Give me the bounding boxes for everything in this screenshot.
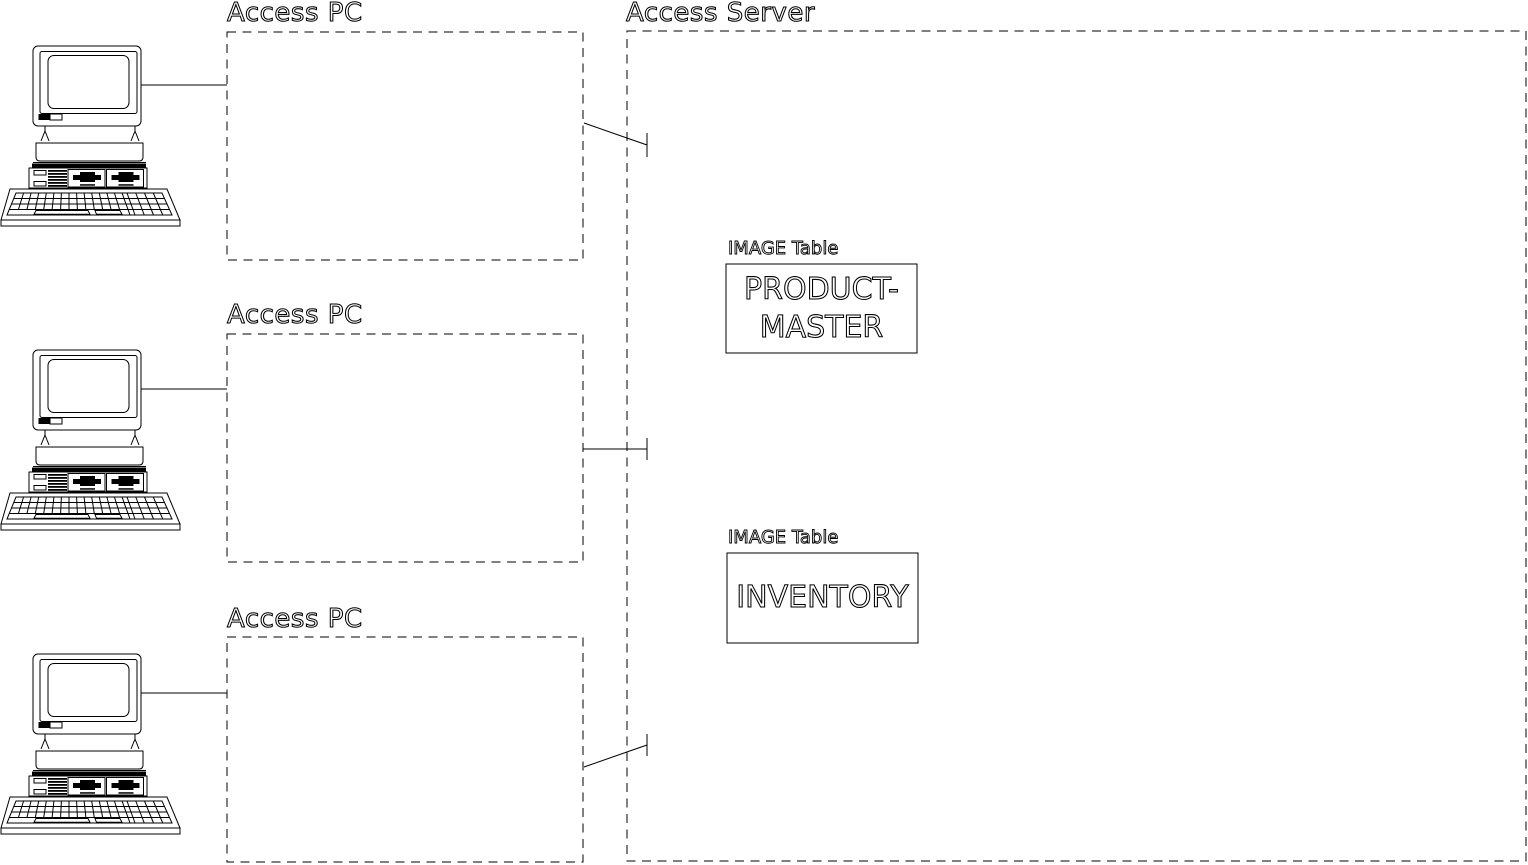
table-name-line-2: MASTER <box>759 309 884 345</box>
image-table-caption-1: IMAGE Table <box>728 238 839 259</box>
access-pc-label-1: Access PC <box>226 0 363 28</box>
desktop-pc-icon-1 <box>0 45 228 227</box>
connector-line-3 <box>583 734 648 768</box>
access-pc-label-3: Access PC <box>226 604 363 634</box>
desktop-pc-icon-3 <box>0 653 228 835</box>
access-server-label: Access Server <box>625 0 816 28</box>
access-server-box <box>626 30 1527 862</box>
access-pc-box-2 <box>226 333 584 563</box>
connector-line-1 <box>583 122 648 157</box>
access-pc-box-3 <box>226 636 584 863</box>
image-table-box-product-master <box>725 263 918 354</box>
image-table-caption-2: IMAGE Table <box>728 527 839 548</box>
access-pc-box-1 <box>226 31 584 261</box>
image-table-box-inventory <box>726 552 919 644</box>
image-table-name-inventory: INVENTORY <box>727 553 918 643</box>
image-table-name-product-master: PRODUCT- MASTER <box>726 264 917 353</box>
table-name-line-1: PRODUCT- <box>743 271 899 307</box>
desktop-pc-icon-2 <box>0 349 228 531</box>
access-pc-label-2: Access PC <box>226 300 363 330</box>
table-name-line-1: INVENTORY <box>736 579 909 615</box>
connector-line-2 <box>583 438 648 460</box>
